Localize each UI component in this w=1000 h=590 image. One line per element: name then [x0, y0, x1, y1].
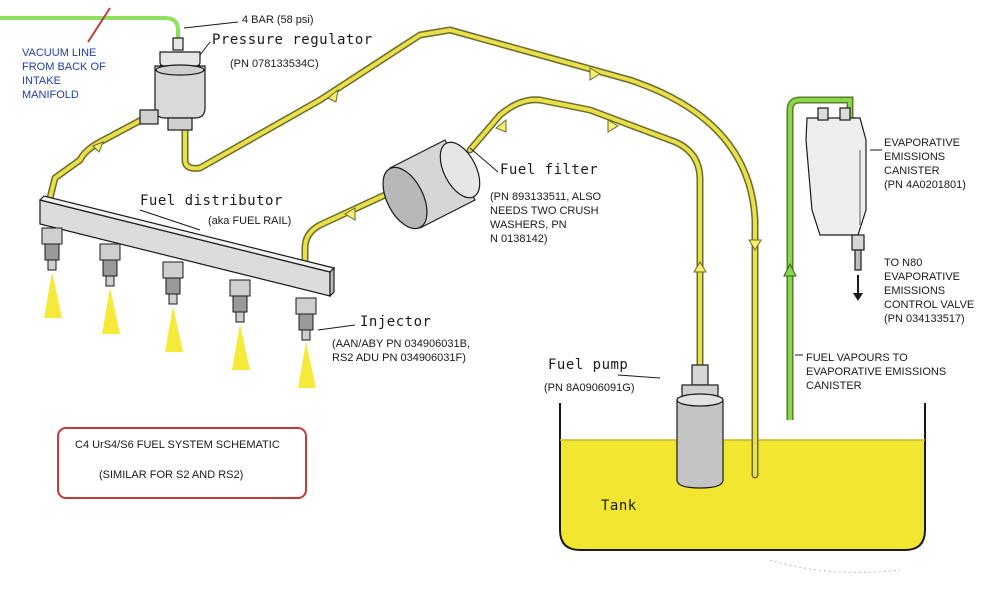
injector-5 [295, 297, 317, 341]
vacuum-line [0, 7, 180, 43]
fuel-filter-pn: (PN 893133511, ALSO NEEDS TWO CRUSH WASH… [490, 191, 602, 245]
pressure-regulator [139, 37, 206, 131]
fuel-tank [559, 403, 926, 573]
schematic-subtitle: (SIMILAR FOR S2 AND RS2) [99, 469, 244, 481]
fuel-lines [46, 26, 759, 479]
pressure-value-label: 4 BAR (58 psi) [242, 14, 314, 26]
n80-valve-label: TO N80 EVAPORATIVE EMISSIONS CONTROL VAL… [884, 257, 975, 325]
fuel-pump-label: Fuel pump [548, 357, 629, 373]
injector-3 [162, 261, 184, 305]
fuel-distributor [38, 195, 336, 298]
fuel-pump [676, 364, 724, 489]
schematic-title-box: C4 UrS4/S6 FUEL SYSTEM SCHEMATIC (SIMILA… [57, 427, 307, 499]
injector-pn: (AAN/ABY PN 034906031B, RS2 ADU PN 03490… [332, 338, 470, 364]
pressure-regulator-pn: (PN 078133534C) [230, 58, 319, 70]
fuel-vapours-label: FUEL VAPOURS TO EVAPORATIVE EMISSIONS CA… [806, 352, 947, 392]
injector-1 [41, 227, 63, 271]
flow-arrows [92, 67, 797, 277]
fuel-filter [382, 139, 481, 230]
fuel-distributor-label: Fuel distributor [140, 193, 283, 209]
injector-4 [229, 279, 251, 323]
vapour-line [786, 96, 854, 420]
leader-lines [139, 21, 882, 379]
vacuum-line-label: VACUUM LINE FROM BACK OF INTAKE MANIFOLD [22, 47, 106, 101]
injector-sprays [44, 272, 316, 388]
schematic-title: C4 UrS4/S6 FUEL SYSTEM SCHEMATIC [75, 439, 280, 451]
injector-label: Injector [360, 314, 432, 330]
fuel-pump-pn: (PN 8A0906091G) [544, 382, 635, 394]
evap-canister-label: EVAPORATIVE EMISSIONS CANISTER (PN 4A020… [884, 137, 966, 191]
evap-canister [805, 107, 867, 271]
fuel-filter-label: Fuel filter [500, 162, 599, 178]
injector-2 [99, 243, 121, 287]
pressure-regulator-label: Pressure regulator [212, 32, 373, 48]
fuel-distributor-aka: (aka FUEL RAIL) [208, 215, 292, 227]
tank-label: Tank [601, 498, 637, 514]
injectors [41, 227, 317, 341]
